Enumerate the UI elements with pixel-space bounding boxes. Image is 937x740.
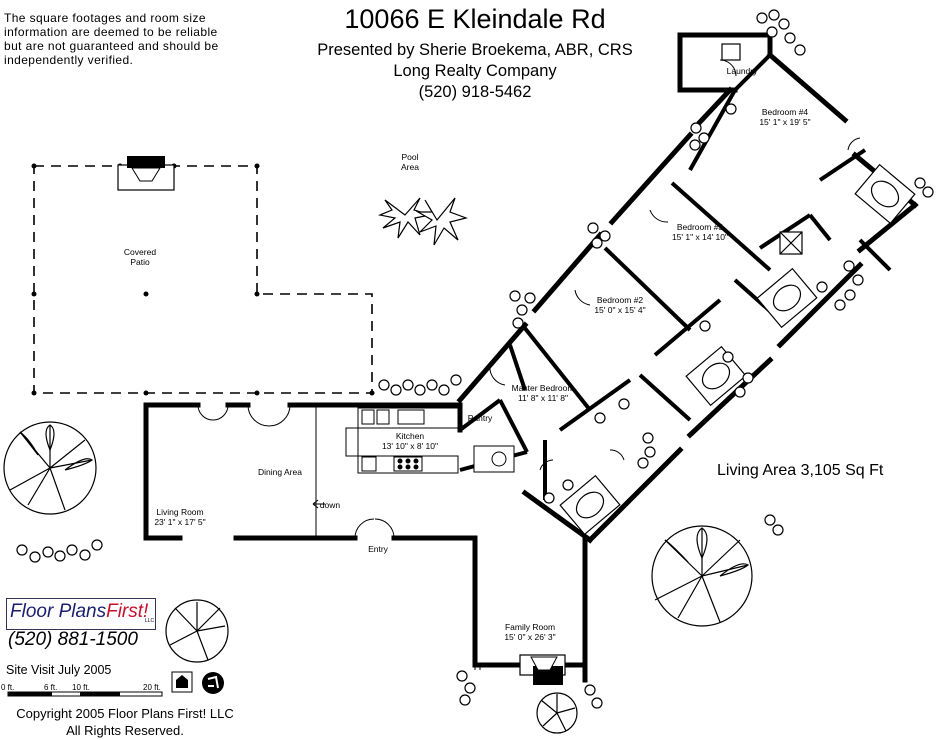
disclaimer-text: The square footages and room size inform…: [4, 11, 219, 67]
scale-label-0: 0 ft.: [1, 683, 15, 692]
copyright-notice: Copyright 2005 Floor Plans First! LLC Al…: [16, 706, 234, 738]
room-label-pantry: Pantry: [467, 413, 493, 423]
scale-bar: [7, 691, 163, 697]
room-label-dining-area: Dining Area: [258, 467, 302, 477]
kitchen-fixtures: [345, 407, 515, 474]
scale-label-10: 10 ft.: [72, 683, 90, 692]
agent-phone: (520) 918-5462: [418, 83, 532, 101]
tree-medium: [165, 599, 229, 663]
door-swings: [197, 59, 861, 539]
tree-small-south: [536, 692, 578, 734]
tree-large-east: [651, 525, 753, 627]
patio-fireplace: [117, 156, 175, 191]
brand-accent: First!: [106, 601, 149, 622]
property-address: 10066 E Kleindale Rd: [344, 4, 606, 34]
presented-by: Presented by Sherie Broekema, ABR, CRS: [317, 41, 633, 59]
accessibility-icon: [202, 672, 224, 694]
scale-label-20: 20 ft.: [143, 683, 161, 692]
shrubs: [16, 9, 934, 709]
room-label-laundry: Laundry: [726, 66, 758, 76]
stairs-down-label: down: [319, 500, 341, 510]
company-name: Long Realty Company: [393, 62, 557, 80]
floor-plans-phone: (520) 881-1500: [8, 629, 138, 650]
tree-large-west: [3, 421, 97, 515]
brand-llc: LLC: [145, 618, 155, 624]
room-label-entry: Entry: [368, 544, 388, 554]
covered-patio-outline: [33, 165, 373, 394]
exterior-walls: [143, 32, 919, 683]
scale-label-6: 6 ft.: [44, 683, 58, 692]
thin-lines: [312, 405, 481, 670]
patio-posts: [31, 163, 375, 396]
living-area-total: Living Area 3,105 Sq Ft: [717, 462, 884, 479]
bath-fixtures: [543, 43, 916, 536]
floor-plans-first-logo: Floor PlansFirst! LLC: [6, 598, 156, 630]
equal-housing-icon: [171, 671, 193, 693]
palm-trees: [377, 197, 469, 246]
brand-main: Floor Plans: [10, 601, 107, 622]
site-visit-date: Site Visit July 2005: [6, 663, 112, 677]
presenter-block: Presented by Sherie Broekema, ABR, CRS L…: [300, 40, 650, 103]
family-fireplace: [519, 654, 566, 685]
interior-walls: [458, 53, 892, 500]
